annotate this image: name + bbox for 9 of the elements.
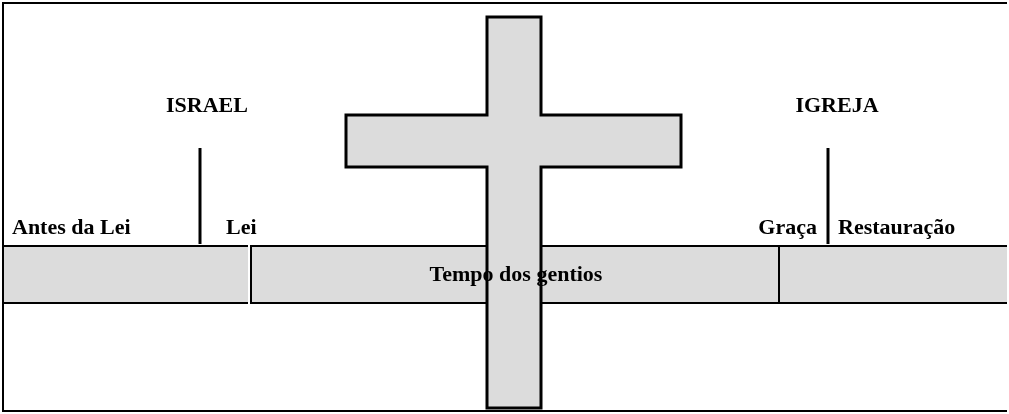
- timeline-segment: [778, 245, 1007, 304]
- era-label: Antes da Lei: [12, 214, 131, 240]
- era-label: Graça: [758, 214, 817, 240]
- era-label: Restauração: [838, 214, 956, 240]
- timeline-segment: [4, 245, 248, 304]
- era-label: Lei: [226, 214, 257, 240]
- group-label: IGREJA: [795, 92, 879, 118]
- timeline-segment: [250, 245, 780, 304]
- group-label: ISRAEL: [166, 92, 248, 118]
